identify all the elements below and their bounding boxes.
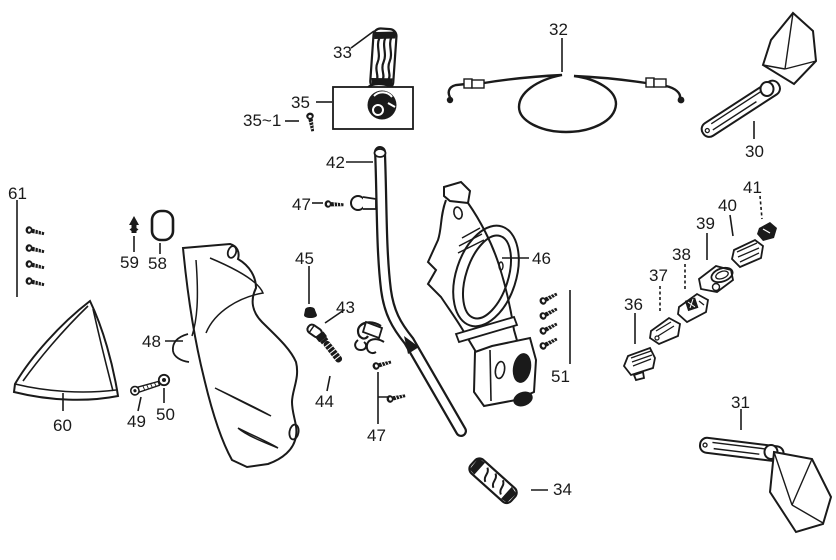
- part-label-47-upper: 47: [292, 195, 311, 214]
- leader-44: [326, 375, 331, 392]
- leader-41: [759, 195, 763, 220]
- part-39-switch: [698, 265, 734, 293]
- part-59-clip: [129, 216, 139, 233]
- part-32-throttle-cable: [446, 73, 685, 134]
- part-label-58: 58: [148, 254, 167, 273]
- part-label-60: 60: [53, 416, 72, 435]
- part-label-42: 42: [326, 153, 345, 172]
- part-41-connector: [757, 222, 777, 241]
- part-label-49: 49: [127, 412, 146, 431]
- part-label-31: 31: [731, 393, 750, 412]
- part-34-grip: [468, 457, 518, 505]
- part-35-clamp-box: [332, 86, 414, 130]
- part-58-grommet: [150, 209, 175, 242]
- part-60-visor: [12, 299, 120, 401]
- part-label-46: 46: [532, 249, 551, 268]
- part-31-mirror: [698, 436, 833, 534]
- part-48-front-cover: [172, 242, 300, 469]
- part-37-switch: [649, 316, 681, 346]
- leader-49: [137, 396, 142, 412]
- part-label-35-1: 35~1: [243, 111, 282, 130]
- part-50-washer: [157, 373, 171, 387]
- part-label-38: 38: [672, 245, 691, 264]
- part-label-34: 34: [553, 480, 572, 499]
- part-label-44: 44: [315, 392, 334, 411]
- part-label-59: 59: [120, 253, 139, 272]
- part-label-35: 35: [291, 93, 310, 112]
- leader-40: [729, 214, 734, 237]
- part-label-48: 48: [142, 332, 161, 351]
- part-label-41: 41: [743, 178, 762, 197]
- part-label-39: 39: [696, 214, 715, 233]
- part-51-screw-set: [537, 290, 559, 352]
- part-33-grip: [366, 27, 398, 97]
- leader-lines: [16, 30, 763, 491]
- part-label-33: 33: [333, 43, 352, 62]
- part-label-32: 32: [549, 20, 568, 39]
- part-label-47-lower: 47: [367, 426, 386, 445]
- part-46-bracket: [426, 180, 538, 408]
- part-45-cap: [304, 307, 317, 318]
- part-40-switch: [731, 238, 764, 269]
- part-label-40: 40: [718, 196, 737, 215]
- leader-33: [350, 30, 375, 49]
- part-label-37: 37: [649, 266, 668, 285]
- part-35-1-screw: [305, 111, 317, 133]
- part-label-36: 36: [624, 295, 643, 314]
- part-49-bolt: [129, 380, 161, 396]
- part-label-43: 43: [336, 298, 355, 317]
- part-30-mirror: [700, 11, 818, 138]
- part-label-30: 30: [745, 142, 764, 161]
- part-44-bolt: [315, 331, 343, 363]
- part-label-50: 50: [156, 405, 175, 424]
- part-36-switch: [622, 346, 656, 382]
- leader-43: [324, 309, 345, 324]
- part-label-51: 51: [551, 367, 570, 386]
- leader-47-lower: [377, 372, 388, 424]
- part-38-switch: [677, 292, 709, 324]
- part-42-handlebar: [350, 146, 467, 437]
- part-label-45: 45: [295, 249, 314, 268]
- part-61-screw-set: [24, 225, 46, 289]
- part-label-61: 61: [8, 184, 27, 203]
